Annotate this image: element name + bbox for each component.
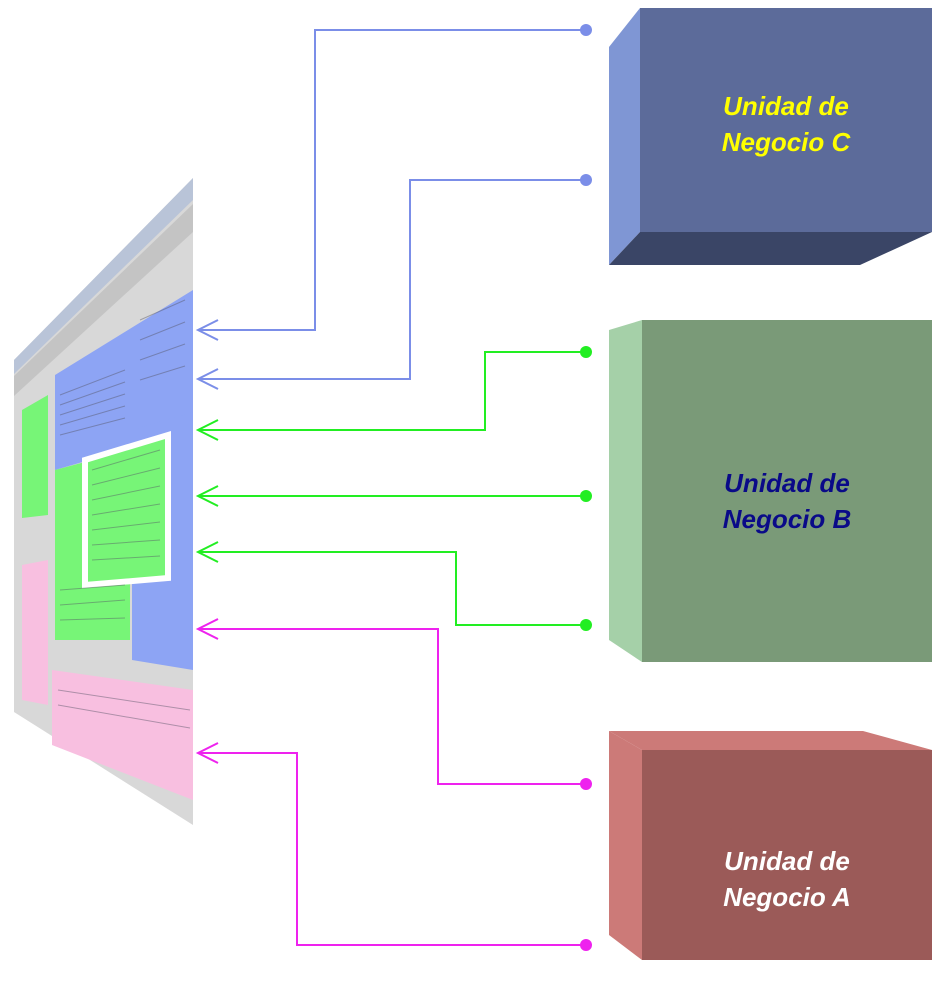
connector-b-1 — [195, 346, 592, 441]
unit-a-label-line2: Negocio A — [723, 882, 851, 912]
application-screenshot — [14, 178, 193, 825]
unit-a-top — [609, 731, 932, 750]
unit-a-block — [609, 731, 932, 960]
unit-b-label-line2: Negocio B — [722, 504, 852, 534]
connector-b-3 — [195, 541, 592, 631]
unit-c-label: Unidad de Negocio C — [640, 88, 932, 160]
connector-c-1 — [195, 24, 592, 341]
unit-b-label-line1: Unidad de — [724, 468, 850, 498]
unit-c-block — [609, 8, 932, 265]
green-popup-panel — [82, 430, 171, 589]
unit-c-front — [640, 8, 932, 232]
connector-c-1-dot — [580, 24, 592, 36]
connector-c-2 — [195, 174, 592, 390]
left-pink-panel — [22, 560, 48, 705]
connector-b-3-dot — [580, 619, 592, 631]
unit-c-label-line1: Unidad de — [723, 91, 849, 121]
bottom-pink-panel — [52, 670, 193, 800]
unit-a-label-line1: Unidad de — [724, 846, 850, 876]
connector-a-1-dot — [580, 778, 592, 790]
connector-b-2 — [195, 485, 592, 507]
unit-a-label: Unidad de Negocio A — [642, 843, 932, 915]
connector-a-1 — [195, 618, 592, 790]
unit-c-side — [609, 8, 640, 265]
connector-a-2 — [195, 742, 592, 951]
screenshot-text-lines — [57, 299, 191, 729]
unit-a-side — [609, 731, 642, 960]
unit-a-front — [642, 750, 932, 960]
unit-b-block — [609, 320, 932, 662]
unit-c-label-line2: Negocio C — [721, 127, 851, 157]
unit-c-bottom — [609, 232, 932, 265]
screenshot-titlebar — [14, 178, 193, 374]
left-green-panel — [22, 395, 48, 518]
unit-b-side — [609, 320, 642, 662]
screenshot-menubar — [14, 204, 193, 396]
connector-b-1-dot — [580, 346, 592, 358]
connector-a-2-dot — [580, 939, 592, 951]
connector-b-2-dot — [580, 490, 592, 502]
unit-b-front — [642, 320, 932, 662]
unit-b-label: Unidad de Negocio B — [642, 465, 932, 537]
connector-c-2-dot — [580, 174, 592, 186]
